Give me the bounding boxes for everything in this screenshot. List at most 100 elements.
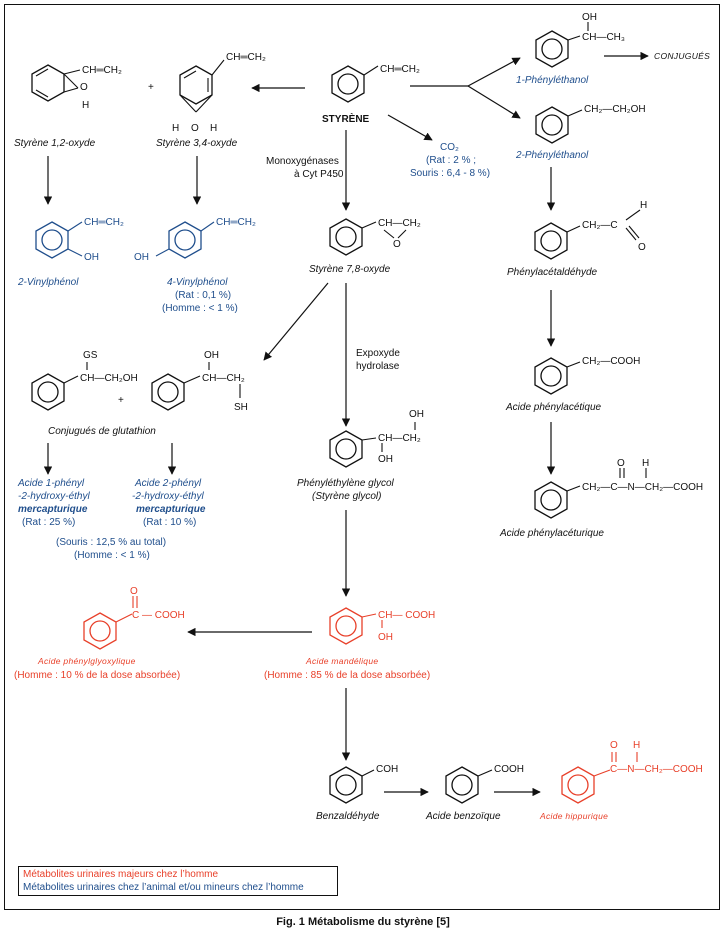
phenylglyoxylic-o: O xyxy=(130,586,138,597)
arrow-oxide78-to-glutathione xyxy=(263,282,329,361)
phenylacetic-label: Acide phénylacétique xyxy=(505,402,602,413)
phenylethanol1-label: 1-Phényléthanol xyxy=(516,75,589,86)
vinylphenol2-oh: OH xyxy=(84,252,99,263)
oxide34-o: O xyxy=(191,123,199,134)
merc2-rat: (Rat : 10 %) xyxy=(143,517,196,528)
hippuric-label: Acide hippurique xyxy=(539,811,608,821)
cyt-p450-label: à Cyt P450 xyxy=(294,169,344,180)
mandelic-label: Acide mandélique xyxy=(305,656,378,666)
gsh-group2: CH—CH₂ xyxy=(202,373,245,384)
phenylacetaldehyde-o: O xyxy=(638,242,646,253)
oxide78-o: O xyxy=(393,239,401,250)
glycol-group: CH—CH₂ xyxy=(378,433,421,444)
glycol-alt-label: (Styrène glycol) xyxy=(312,491,381,502)
hippuric-acid-structure: O H C—N—CH₂—COOH Acide hippurique xyxy=(539,740,703,821)
figure-caption: Fig. 1 Métabolisme du styrène [5] xyxy=(276,916,450,928)
vinylphenol2-structure: CH═CH₂ OH 2-Vinylphénol xyxy=(17,217,124,288)
gsh-oh: OH xyxy=(204,350,219,361)
arrow-styrene-to-phenylethanol2 xyxy=(467,85,521,119)
hydrolase-label: hydrolase xyxy=(356,361,400,372)
mercapturic-acid-1: Acide 1-phényl -2-hydroxy-éthyl mercaptu… xyxy=(17,478,90,528)
vinylphenol4-label: 4-Vinylphénol xyxy=(167,277,228,288)
phenylacetaldehyde-label: Phénylacétaldéhyde xyxy=(507,267,598,278)
phenylethanol2-group: CH₂—CH₂OH xyxy=(584,104,646,115)
gsh-plus: + xyxy=(118,395,124,406)
mandelic-oh: OH xyxy=(378,632,393,643)
phenylethanol1-group: CH—CH₃ xyxy=(582,32,625,43)
gsh-label: Conjugués de glutathion xyxy=(48,426,156,437)
phenylaceturic-label: Acide phénylacéturique xyxy=(499,528,604,539)
benzaldehyde-label: Benzaldéhyde xyxy=(316,811,380,822)
glycol-label: Phényléthylène glycol xyxy=(297,478,395,489)
oxide12-o: O xyxy=(80,82,88,93)
phenylaceturic-group: CH₂—C—N—CH₂—COOH xyxy=(582,482,703,493)
phenylacetic-acid-structure: CH₂—COOH Acide phénylacétique xyxy=(505,356,640,413)
benzoic-group: COOH xyxy=(494,764,524,775)
conjugues-label: CONJUGUÉS xyxy=(654,51,710,61)
vinylphenol4-human: (Homme : < 1 %) xyxy=(162,303,238,314)
phenylglyoxylic-group: C — COOH xyxy=(132,610,185,621)
epoxide-label: Expoxyde xyxy=(356,348,400,359)
figure-frame xyxy=(4,4,720,910)
phenylethanol2-label: 2-Phényléthanol xyxy=(515,150,589,161)
phenylaceturic-acid-structure: O H CH₂—C—N—CH₂—COOH Acide phénylacéturi… xyxy=(499,458,703,539)
hippuric-group: C—N—CH₂—COOH xyxy=(610,764,703,775)
glutathione-conjugates-structure: GS CH—CH₂OH + OH CH—CH₂ SH Conjugués de … xyxy=(31,350,248,437)
arrow-styrene-to-co2 xyxy=(387,114,433,141)
phenylglyoxylic-note: (Homme : 10 % de la dose absorbée) xyxy=(14,670,180,681)
mercapturic-acid-2: Acide 2-phényl -2-hydroxy-éthyl mercaptu… xyxy=(132,478,206,528)
merc1-line3: mercapturique xyxy=(18,504,88,515)
phenylacetaldehyde-group: CH₂—C xyxy=(582,220,618,231)
merc-total-human: (Homme : < 1 %) xyxy=(74,550,150,561)
phenylacetaldehyde-h: H xyxy=(640,200,647,211)
oxide12-label: Styrène 1,2-oxyde xyxy=(14,138,96,149)
gsh-group1: CH—CH₂OH xyxy=(80,373,138,384)
mandelic-group: CH— COOH xyxy=(378,610,435,621)
oxide78-group: CH—CH₂ xyxy=(378,218,421,229)
mandelic-note: (Homme : 85 % de la dose absorbée) xyxy=(264,670,430,681)
styrene-label: STYRÈNE xyxy=(322,112,370,125)
hippuric-h: H xyxy=(633,740,640,751)
legend-minor: Métabolites urinaires chez l’animal et/o… xyxy=(23,882,304,893)
vinylphenol2-group: CH═CH₂ xyxy=(84,217,124,228)
styrene-structure: CH═CH₂ STYRÈNE xyxy=(322,64,420,125)
oxide34-h1: H xyxy=(172,123,179,134)
vinylphenol4-rat: (Rat : 0,1 %) xyxy=(175,290,231,301)
merc2-line2: -2-hydroxy-éthyl xyxy=(132,491,204,502)
glycol-oh-bot: OH xyxy=(378,454,393,465)
oxide34-h2: H xyxy=(210,123,217,134)
styrene-12-oxide-structure: CH═CH₂ O H Styrène 1,2-oxyde xyxy=(14,64,122,149)
glycol-oh-top: OH xyxy=(409,409,424,420)
legend-box: Métabolites urinaires majeurs chez l’hom… xyxy=(18,866,338,896)
phenylethanol1-oh: OH xyxy=(582,12,597,23)
vinylphenol4-oh: OH xyxy=(134,252,149,263)
styrene-group: CH═CH₂ xyxy=(380,64,420,75)
benzaldehyde-group: COH xyxy=(376,764,398,775)
gsh-gs: GS xyxy=(83,350,98,361)
vinylphenol4-group: CH═CH₂ xyxy=(216,217,256,228)
styrene-34-oxide-structure: CH═CH₂ H O H Styrène 3,4-oxyde xyxy=(156,52,266,149)
plus-sign: + xyxy=(148,82,154,93)
phenylethylene-glycol-structure: OH CH—CH₂ OH Phényléthylène glycol (Styr… xyxy=(297,409,424,502)
phenylaceturic-o: O xyxy=(617,458,625,469)
oxide34-group: CH═CH₂ xyxy=(226,52,266,63)
merc2-line3: mercapturique xyxy=(136,504,206,515)
benzaldehyde-structure: COH Benzaldéhyde xyxy=(316,764,398,822)
styrene-78-oxide-structure: CH—CH₂ O Styrène 7,8-oxyde xyxy=(309,218,421,275)
phenylaceturic-h: H xyxy=(642,458,649,469)
vinylphenol4-structure: CH═CH₂ OH 4-Vinylphénol (Rat : 0,1 %) (H… xyxy=(134,217,256,314)
merc1-line2: -2-hydroxy-éthyl xyxy=(18,491,90,502)
legend-major: Métabolites urinaires majeurs chez l’hom… xyxy=(23,869,219,880)
benzoic-acid-structure: COOH Acide benzoïque xyxy=(425,764,524,822)
merc1-line1: Acide 1-phényl xyxy=(17,478,85,489)
hippuric-o: O xyxy=(610,740,618,751)
phenylacetic-group: CH₂—COOH xyxy=(582,356,640,367)
gsh-sh: SH xyxy=(234,402,248,413)
merc2-line1: Acide 2-phényl xyxy=(134,478,202,489)
co2-mouse: Souris : 6,4 - 8 %) xyxy=(410,168,490,179)
merc1-rat: (Rat : 25 %) xyxy=(22,517,75,528)
merc-total-mouse: (Souris : 12,5 % au total) xyxy=(56,537,166,548)
benzoic-label: Acide benzoïque xyxy=(425,811,501,822)
mandelic-acid-structure: CH— COOH OH Acide mandélique (Homme : 85… xyxy=(264,607,435,681)
